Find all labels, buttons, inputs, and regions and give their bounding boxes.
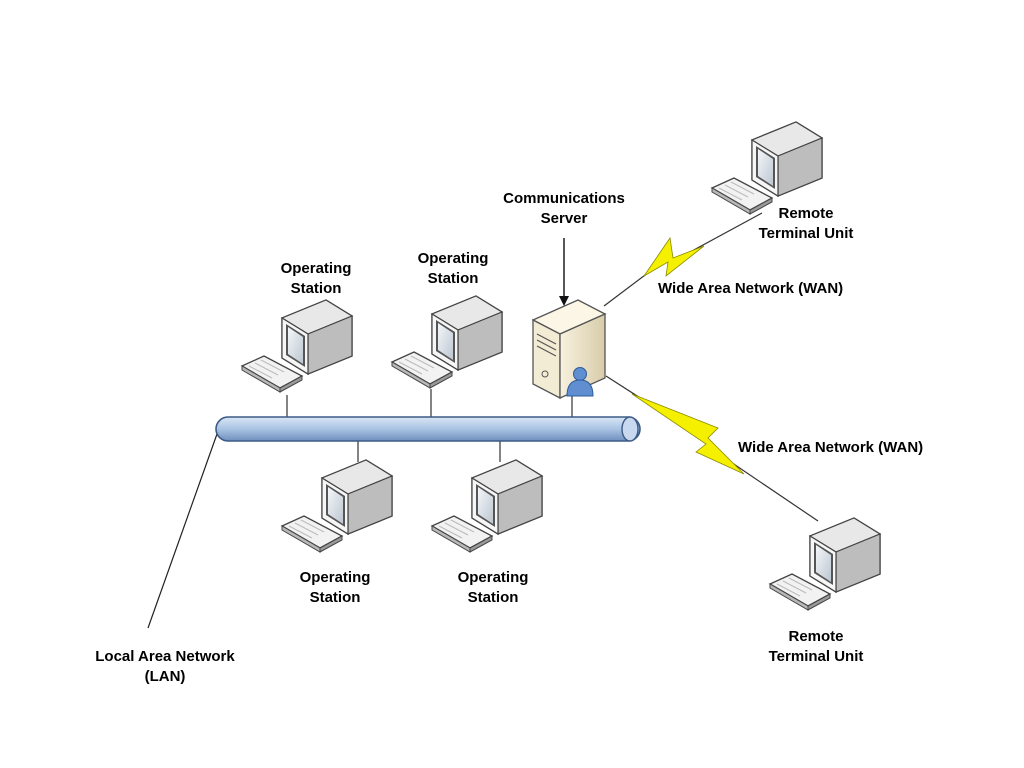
operating-station-computer-icon (431, 459, 543, 553)
operating-station-label: Operating Station (417, 250, 489, 287)
server-icon (531, 299, 607, 400)
operating-station-label: Operating Station (280, 260, 352, 297)
operating-station-label: Operating Station (457, 569, 529, 606)
remote-terminal-unit-computer-icon (769, 517, 881, 611)
remote-terminal-unit-computer-icon (711, 121, 823, 215)
operating-station-label: Operating Station (299, 569, 371, 606)
wan-label: Wide Area Network (WAN) (658, 280, 844, 297)
lan-label: Local Area Network (LAN) (95, 648, 235, 685)
remote-terminal-unit-label: Remote Terminal Unit (758, 205, 854, 242)
wan-link-bottom (605, 375, 819, 522)
operating-station-computer-icon (281, 459, 393, 553)
lan-leader-line (147, 433, 218, 629)
remote-terminal-unit-label: Remote Terminal Unit (768, 628, 864, 665)
user-icon (566, 367, 594, 397)
operating-station-computer-icon (241, 299, 353, 393)
communications-server-label: Communications Server (503, 190, 625, 227)
wan-label: Wide Area Network (WAN) (738, 439, 924, 456)
operating-station-computer-icon (391, 295, 503, 389)
wan-link-top (603, 212, 763, 307)
lightning-bolt-icon (643, 236, 705, 277)
lan-bus (215, 416, 641, 442)
lightning-bolt-icon (631, 393, 745, 475)
server-arrow (559, 238, 569, 306)
